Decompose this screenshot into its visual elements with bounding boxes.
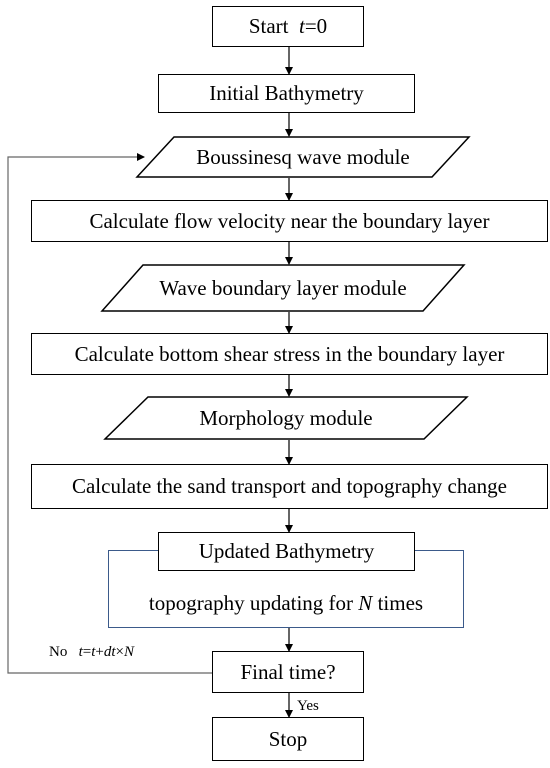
updated-bathymetry-box: Updated Bathymetry — [158, 532, 415, 571]
wave-boundary-module-label: Wave boundary layer module — [159, 275, 407, 300]
no-label: No — [49, 644, 68, 660]
updated-bathymetry-label: Updated Bathymetry — [198, 539, 375, 563]
loop-condition-label: No t=t+dt×N — [49, 644, 134, 661]
flow-velocity-box: Calculate flow velocity near the boundar… — [31, 200, 548, 242]
stop-label: Stop — [268, 726, 308, 751]
boussinesq-module-label: Boussinesq wave module — [196, 144, 410, 169]
initial-bathymetry-box: Initial Bathymetry — [158, 74, 415, 113]
shear-stress-label: Calculate bottom shear stress in the bou… — [74, 341, 505, 366]
start-text: Start — [248, 14, 289, 38]
morphology-module-label: Morphology module — [199, 405, 373, 430]
final-time-label: Final time? — [240, 659, 336, 684]
loop-t1: t — [78, 644, 83, 660]
boussinesq-module-parallelogram: Boussinesq wave module — [135, 136, 471, 178]
topography-updating-note: topography updating for N times — [110, 586, 462, 620]
loop-plus: + — [95, 644, 104, 660]
sand-transport-label: Calculate the sand transport and topogra… — [71, 474, 508, 498]
loop-dt: dt — [103, 644, 116, 660]
flow-velocity-label: Calculate flow velocity near the boundar… — [89, 208, 490, 233]
updating-text: topography updating for — [148, 590, 354, 615]
start-var: t — [298, 14, 305, 38]
stop-box: Stop — [212, 717, 364, 761]
start-box: Start t=0 — [212, 6, 364, 47]
loop-n: N — [124, 644, 135, 660]
updating-suffix: times — [377, 590, 424, 615]
sand-transport-box: Calculate the sand transport and topogra… — [31, 464, 548, 509]
wave-boundary-module-parallelogram: Wave boundary layer module — [100, 264, 466, 312]
loop-times: × — [115, 644, 125, 660]
initial-bathymetry-label: Initial Bathymetry — [209, 81, 364, 105]
loop-back-line — [7, 153, 212, 674]
loop-eq: = — [82, 644, 92, 660]
final-time-box: Final time? — [212, 651, 364, 693]
loop-t2: t — [91, 644, 96, 660]
yes-label: Yes — [297, 698, 319, 714]
start-suffix: =0 — [304, 14, 328, 38]
updating-var: N — [358, 590, 373, 615]
shear-stress-box: Calculate bottom shear stress in the bou… — [31, 333, 548, 375]
morphology-module-parallelogram: Morphology module — [103, 396, 469, 440]
